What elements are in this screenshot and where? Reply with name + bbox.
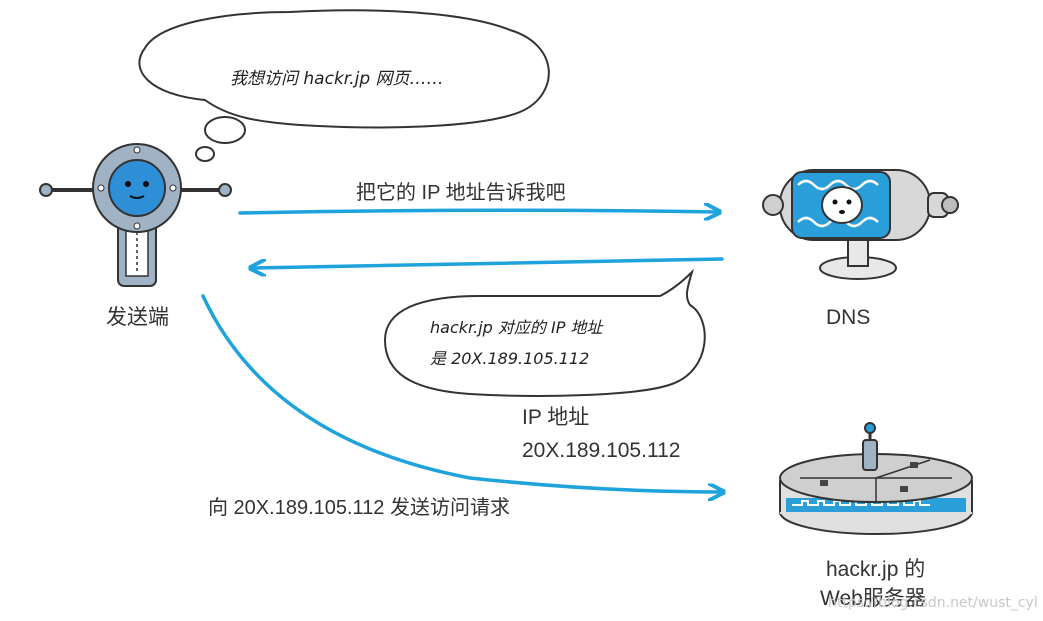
dns-server-icon [762, 169, 959, 280]
ip-label-line1: IP 地址 [522, 406, 589, 429]
watermark: https://blog.csdn.net/wust_cyl [828, 595, 1038, 611]
robot-icon [39, 143, 232, 287]
thought-bubble: 我想访问 hackr.jp 网页…… [138, 9, 550, 162]
webserver-label-line2: Web服务器 [820, 587, 926, 610]
dns-label: DNS [826, 306, 870, 329]
robot-face [108, 159, 166, 217]
sender-label: 发送端 [106, 306, 169, 329]
arrow-to-webserver [201, 294, 722, 492]
thought-text: 我想访问 hackr.jp 网页…… [230, 69, 444, 89]
ip-label-line2: 20X.189.105.112 [522, 439, 680, 462]
thought-dot-large [204, 116, 246, 144]
speech-bubble-shape [383, 268, 706, 397]
arrow-to-dns-label: 把它的 IP 地址告诉我吧 [356, 181, 566, 204]
webserver-label-line1: hackr.jp 的 [826, 558, 925, 581]
arrow-from-dns [252, 257, 724, 268]
arrow-to-dns [238, 210, 718, 213]
web-server-icon [779, 422, 973, 535]
speech-text-line2: 是 20X.189.105.112 [430, 349, 589, 368]
speech-bubble: hackr.jp 对应的 IP 地址 是 20X.189.105.112 [383, 268, 706, 397]
arrow-to-webserver-label: 向 20X.189.105.112 发送访问请求 [208, 496, 510, 519]
thought-dot-small [195, 146, 215, 162]
speech-text-line1: hackr.jp 对应的 IP 地址 [430, 318, 604, 337]
thought-bubble-cloud [138, 9, 550, 129]
